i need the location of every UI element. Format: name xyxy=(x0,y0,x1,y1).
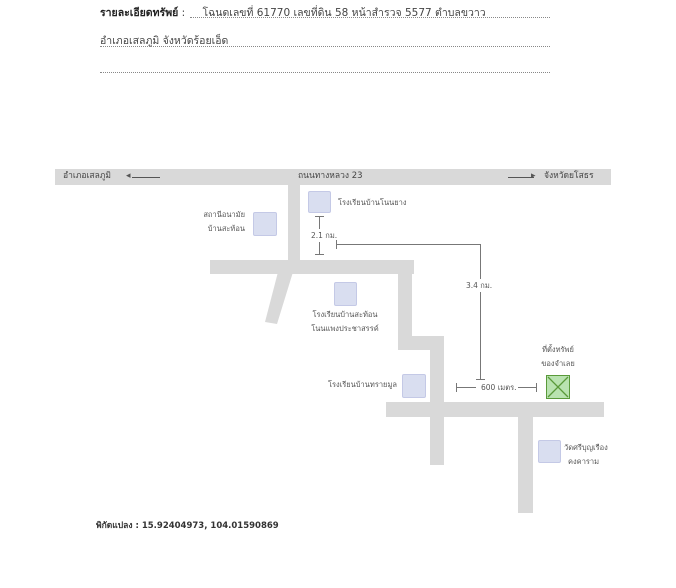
detail-separator: : xyxy=(181,7,186,19)
distance-600-label: 600 เมตร. xyxy=(481,383,517,392)
diagonal-road xyxy=(265,272,293,324)
detail-label: รายละเอียดทรัพย์ xyxy=(100,7,179,19)
school-non-yang-label: โรงเรียนบ้านโนนยาง xyxy=(338,198,407,207)
dim-3-4-vertical xyxy=(480,244,481,379)
property-label-1: ที่ตั้งทรัพย์ xyxy=(542,345,574,354)
road-vertical-2 xyxy=(398,274,412,338)
deed-description: โฉนดเลขที่ 61770 เลขที่ดิน 58 หน้าสำรวจ … xyxy=(202,7,486,19)
road-horizontal-2 xyxy=(398,336,444,350)
health-station-label-1: สถานีอนามัย xyxy=(203,210,245,219)
left-arrow-line xyxy=(132,177,160,178)
left-arrow-icon: ◂ xyxy=(126,171,131,181)
temple-marker xyxy=(538,440,561,463)
school-satone-label-2: โนนแพงประชาสรรค์ xyxy=(311,324,379,333)
property-marker-icon xyxy=(546,375,570,399)
distance-2-1-label: 2.1 กม. xyxy=(310,229,339,242)
school-sai-mun-label: โรงเรียนบ้านทรายมูล xyxy=(327,380,397,389)
school-satone-marker xyxy=(334,282,357,306)
right-arrow-line xyxy=(508,177,534,178)
health-station-marker xyxy=(253,212,277,236)
dim-3-4-cap-bottom xyxy=(476,379,485,380)
dim-3-4-horizontal xyxy=(336,244,481,245)
dim-2-1-cap-top xyxy=(315,216,324,217)
temple-label-1: วัดศรีบุญเรือง xyxy=(564,443,608,452)
school-non-yang-marker xyxy=(308,191,331,213)
road-horizontal-3 xyxy=(386,402,604,417)
detail-line-2: อำเภอเสลภูมิ จังหวัดร้อยเอ็ด xyxy=(100,32,228,49)
right-arrow-icon: ▸ xyxy=(531,171,536,181)
coordinates-label: พิกัดแปลง : xyxy=(96,521,139,531)
right-destination-label: จังหวัดยโสธร xyxy=(544,171,594,181)
dim-600-cap-right xyxy=(536,383,537,392)
detail-line-1: รายละเอียดทรัพย์ : โฉนดเลขที่ 61770 เลขท… xyxy=(100,4,486,21)
coordinates-value: 15.92404973, 104.01590869 xyxy=(141,521,279,531)
dim-600-cap-left xyxy=(456,383,457,392)
district-province: อำเภอเสลภูมิ จังหวัดร้อยเอ็ด xyxy=(100,35,229,47)
property-label-2: ของจำเลย xyxy=(541,359,575,368)
left-destination-label: อำเภอเสลภูมิ xyxy=(63,171,111,181)
dim-600-line-left xyxy=(456,387,476,388)
highway-label: ถนนทางหลวง 23 xyxy=(298,171,363,181)
health-station-label-2: บ้านสะท้อน xyxy=(207,224,245,233)
dim-3-4-cap-left xyxy=(336,240,337,249)
temple-label-2: คงคาราม xyxy=(568,457,600,466)
road-vertical-1 xyxy=(288,185,300,260)
coordinates: พิกัดแปลง : 15.92404973, 104.01590869 xyxy=(96,518,279,532)
road-horizontal-1 xyxy=(210,260,414,274)
road-vertical-4 xyxy=(518,417,533,513)
highway-23 xyxy=(55,169,611,185)
school-sai-mun-marker xyxy=(402,374,426,398)
dim-600-line-right xyxy=(518,387,536,388)
dotted-rule-3 xyxy=(100,72,550,73)
distance-3-4-label: 3.4 กม. xyxy=(465,279,494,292)
school-satone-label-1: โรงเรียนบ้านสะท้อน xyxy=(312,310,378,319)
dim-2-1-cap-bottom xyxy=(315,254,324,255)
dotted-rule-1 xyxy=(190,17,550,18)
dotted-rule-2 xyxy=(100,46,550,47)
